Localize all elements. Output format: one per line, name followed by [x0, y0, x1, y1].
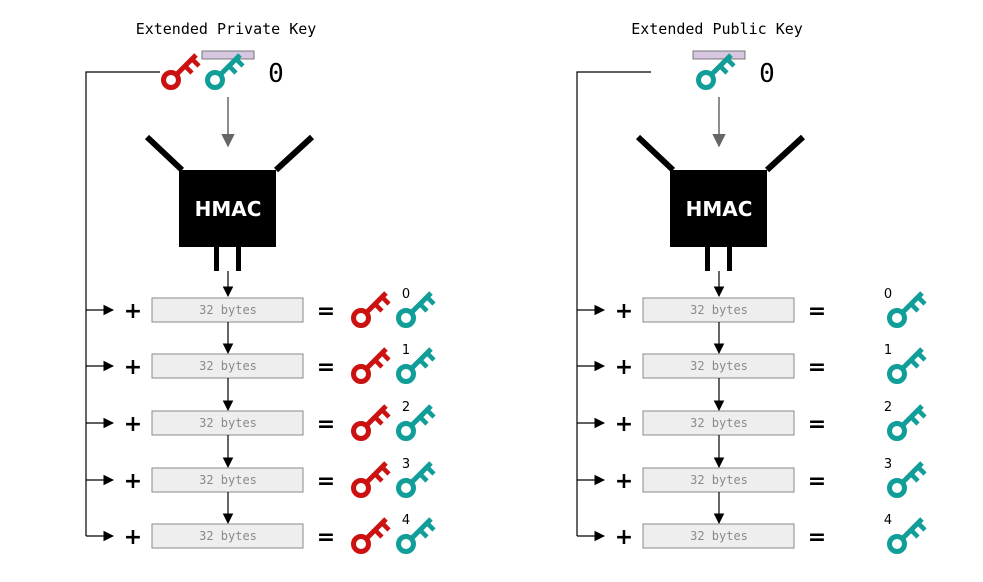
hmac-label: HMAC — [686, 197, 753, 221]
hmac-leg-right — [727, 247, 732, 271]
bytes-box — [642, 523, 795, 549]
derivation-row-0: +32 bytes = 0 — [577, 287, 926, 355]
equals-sign: = — [317, 469, 335, 494]
bytes-label: 32 bytes — [690, 473, 748, 487]
parent-index-label: 0 — [268, 59, 284, 89]
bytes-label: 32 bytes — [690, 529, 748, 543]
derivation-row-1: +32 bytes = 1 — [577, 343, 926, 412]
parent-public-key-icon — [208, 55, 244, 88]
derivation-row-1: +32 bytes = 1 — [86, 343, 434, 412]
panel-title: Extended Private Key — [136, 20, 317, 38]
child-index-label: 3 — [884, 457, 892, 472]
parent-public-key-icon — [699, 55, 735, 88]
equals-sign: = — [317, 299, 335, 324]
child-private-key-icon — [354, 463, 390, 496]
derivation-row-0: +32 bytes = 0 — [86, 287, 434, 355]
hmac-right-arm — [764, 134, 806, 173]
child-public-key-icon — [890, 463, 926, 496]
bytes-box — [642, 467, 795, 493]
equals-sign: = — [808, 355, 826, 380]
child-private-key-icon — [354, 349, 390, 382]
plus-sign: + — [615, 412, 633, 437]
bytes-label: 32 bytes — [199, 529, 257, 543]
parent-private-key-icon — [164, 55, 200, 88]
child-index-label: 2 — [884, 400, 892, 415]
bytes-label: 32 bytes — [690, 303, 748, 317]
bytes-label: 32 bytes — [199, 303, 257, 317]
derivation-row-4: +32 bytes = 4 — [577, 513, 925, 552]
equals-sign: = — [317, 355, 335, 380]
plus-sign: + — [124, 299, 142, 324]
bytes-box — [642, 353, 795, 379]
child-index-label: 1 — [402, 343, 410, 358]
parent-index-label: 0 — [759, 59, 775, 89]
plus-sign: + — [124, 412, 142, 437]
hmac-right-arm — [273, 134, 315, 173]
bytes-box — [642, 410, 795, 436]
child-index-label: 0 — [884, 287, 892, 302]
child-public-key-icon — [890, 293, 926, 326]
hmac-left-arm — [144, 134, 185, 173]
child-private-key-icon — [354, 519, 390, 552]
plus-sign: + — [124, 355, 142, 380]
plus-sign: + — [615, 299, 633, 324]
plus-sign: + — [615, 469, 633, 494]
equals-sign: = — [808, 469, 826, 494]
hmac-leg-right — [236, 247, 241, 271]
derivation-row-2: +32 bytes = 2 — [86, 400, 434, 469]
panel-title: Extended Public Key — [631, 20, 803, 38]
child-public-key-icon — [890, 519, 926, 552]
bytes-box — [642, 297, 795, 323]
hmac-box — [179, 170, 276, 247]
hmac-left-arm — [635, 134, 676, 173]
bytes-box — [151, 523, 304, 549]
bytes-label: 32 bytes — [199, 359, 257, 373]
bytes-label: 32 bytes — [199, 416, 257, 430]
child-index-label: 1 — [884, 343, 892, 358]
bytes-label: 32 bytes — [199, 473, 257, 487]
derivation-row-3: +32 bytes = 3 — [577, 457, 926, 525]
bytes-label: 32 bytes — [690, 416, 748, 430]
hmac-box — [670, 170, 767, 247]
hmac-leg-left — [705, 247, 710, 271]
child-index-label: 0 — [402, 287, 410, 302]
feedback-line — [576, 71, 651, 536]
plus-sign: + — [615, 525, 633, 550]
equals-sign: = — [808, 412, 826, 437]
equals-sign: = — [808, 525, 826, 550]
child-index-label: 4 — [884, 513, 892, 528]
hmac-leg-left — [214, 247, 219, 271]
child-private-key-icon — [354, 406, 390, 439]
derivation-row-2: +32 bytes = 2 — [577, 400, 926, 469]
plus-sign: + — [615, 355, 633, 380]
child-public-key-icon — [890, 349, 926, 382]
plus-sign: + — [124, 469, 142, 494]
child-index-label: 4 — [402, 513, 410, 528]
chain-code-bar — [692, 50, 746, 60]
child-private-key-icon — [354, 293, 390, 326]
derivation-row-4: +32 bytes = 4 — [86, 513, 434, 552]
equals-sign: = — [317, 412, 335, 437]
child-index-label: 2 — [402, 400, 410, 415]
equals-sign: = — [808, 299, 826, 324]
feedback-line — [85, 71, 160, 536]
child-public-key-icon — [890, 406, 926, 439]
bytes-box — [151, 410, 304, 436]
plus-sign: + — [124, 525, 142, 550]
chain-code-bar — [201, 50, 255, 60]
hmac-label: HMAC — [195, 197, 262, 221]
bytes-label: 32 bytes — [690, 359, 748, 373]
equals-sign: = — [317, 525, 335, 550]
child-index-label: 3 — [402, 457, 410, 472]
derivation-row-3: +32 bytes = 3 — [86, 457, 434, 525]
